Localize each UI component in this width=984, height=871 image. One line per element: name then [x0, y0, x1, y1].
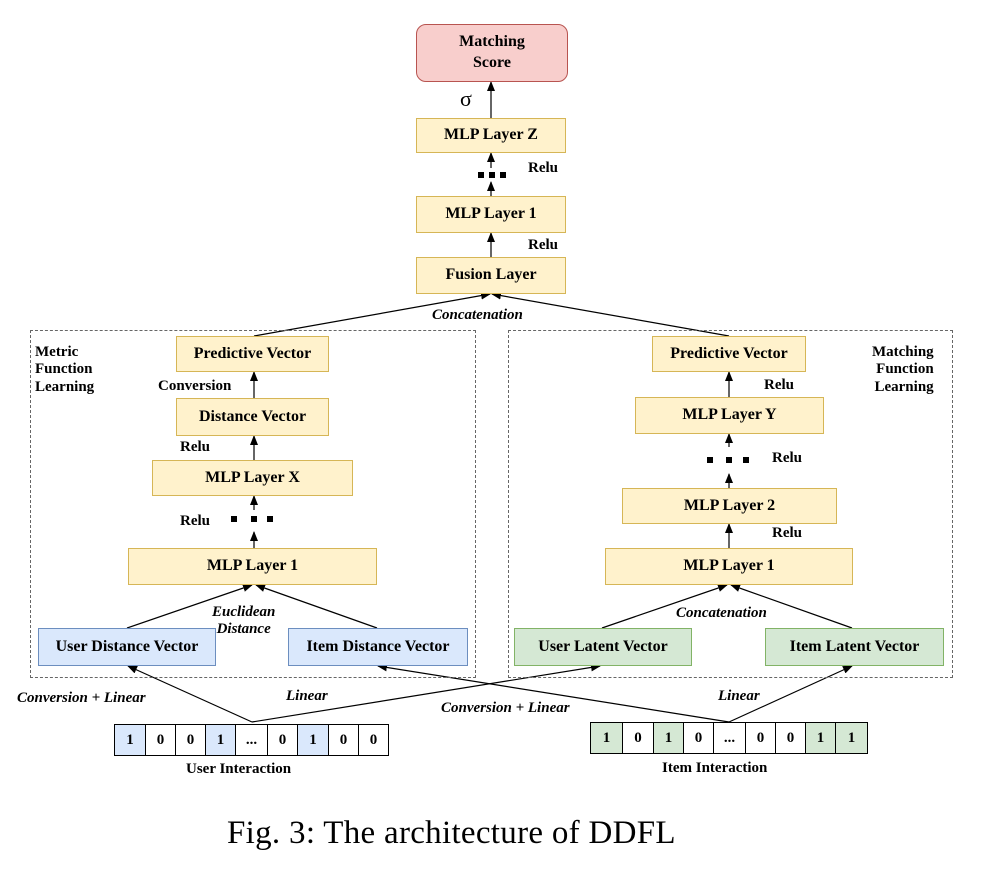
user-interaction-cell: 0 [145, 724, 176, 756]
relu-label-x: Relu [180, 513, 210, 529]
item-interaction-cell: 0 [745, 722, 776, 754]
edge-userint-to-userlatent [251, 663, 601, 723]
left-predictive-vector-node: Predictive Vector [176, 336, 329, 372]
user-interaction-cell: 1 [205, 724, 236, 756]
relu-label-distance: Relu [180, 439, 210, 455]
linear-right-label: Linear [718, 688, 760, 704]
item-interaction-cell: ... [713, 722, 746, 754]
mlp-layer-1-top-node: MLP Layer 1 [416, 196, 566, 233]
mlp-layer-x-node: MLP Layer X [152, 460, 353, 496]
fusion-layer-node: Fusion Layer [416, 257, 566, 294]
right-predictive-vector-node: Predictive Vector [652, 336, 806, 372]
user-distance-vector-node: User Distance Vector [38, 628, 216, 666]
matching-function-region [508, 330, 953, 678]
user-interaction-cell: 0 [175, 724, 206, 756]
user-interaction-cell: 0 [267, 724, 298, 756]
concatenation-right-label: Concatenation [676, 605, 767, 621]
mlp-layer-z-node: MLP Layer Z [416, 118, 566, 153]
user-interaction-cell: 1 [114, 724, 146, 756]
relu-label-dots-right: Relu [772, 450, 802, 466]
item-interaction-cell: 1 [653, 722, 684, 754]
item-interaction-cell: 1 [590, 722, 623, 754]
figure-caption: Fig. 3: The architecture of DDFL [227, 815, 676, 851]
conversion-label: Conversion [158, 378, 232, 394]
edge-left-pred-to-fusion [253, 291, 491, 337]
item-interaction-cell: 0 [775, 722, 806, 754]
item-interaction-cell: 1 [805, 722, 836, 754]
edge-userdist-to-mlp1 [126, 584, 253, 629]
metric-region-title: Metric Function Learning [35, 344, 95, 395]
user-interaction-cell: 0 [358, 724, 389, 756]
item-distance-vector-node: Item Distance Vector [288, 628, 468, 666]
item-latent-vector-node: Item Latent Vector [765, 628, 944, 666]
linear-left-label: Linear [286, 688, 328, 704]
conversion-linear-right-label: Conversion + Linear [441, 700, 570, 716]
metric-function-region [30, 330, 476, 678]
edge-itemlatent-to-mlp1 [730, 584, 853, 629]
distance-vector-node: Distance Vector [176, 398, 329, 436]
relu-label-z: Relu [528, 160, 558, 176]
user-interaction-cell: 1 [297, 724, 329, 756]
relu-label-top: Relu [528, 237, 558, 253]
user-interaction-cell: 0 [328, 724, 359, 756]
edge-userlatent-to-mlp1 [601, 584, 728, 629]
relu-label-2: Relu [772, 525, 802, 541]
edge-right-pred-to-fusion [491, 291, 730, 337]
sigma-label: σ [460, 86, 472, 111]
matching-score-node: Matching Score [416, 24, 568, 82]
user-interaction-cell: ... [235, 724, 268, 756]
dots-top [478, 172, 484, 178]
edge-itemdist-to-mlp1 [255, 584, 378, 629]
mlp-layer-2-node: MLP Layer 2 [622, 488, 837, 524]
edge-itemint-to-itemdist [377, 663, 730, 723]
concatenation-top-label: Concatenation [432, 307, 523, 323]
mlp-layer-y-node: MLP Layer Y [635, 397, 824, 434]
relu-label-y: Relu [764, 377, 794, 393]
matching-region-title: Matching Function Learning [872, 344, 934, 395]
conversion-linear-left-label: Conversion + Linear [17, 690, 146, 706]
edge-userint-to-userdist [127, 665, 253, 723]
edge-itemint-to-itemlatent [728, 665, 853, 723]
item-interaction-cell: 0 [683, 722, 714, 754]
user-latent-vector-node: User Latent Vector [514, 628, 692, 666]
item-interaction-label: Item Interaction [662, 760, 768, 776]
right-mlp-layer-1-node: MLP Layer 1 [605, 548, 853, 585]
left-mlp-layer-1-node: MLP Layer 1 [128, 548, 377, 585]
dots-left [231, 516, 237, 522]
euclidean-distance-label: Euclidean Distance [212, 604, 276, 638]
item-interaction-cell: 1 [835, 722, 868, 754]
dots-right [707, 457, 713, 463]
item-interaction-cell: 0 [622, 722, 654, 754]
user-interaction-label: User Interaction [186, 761, 292, 777]
